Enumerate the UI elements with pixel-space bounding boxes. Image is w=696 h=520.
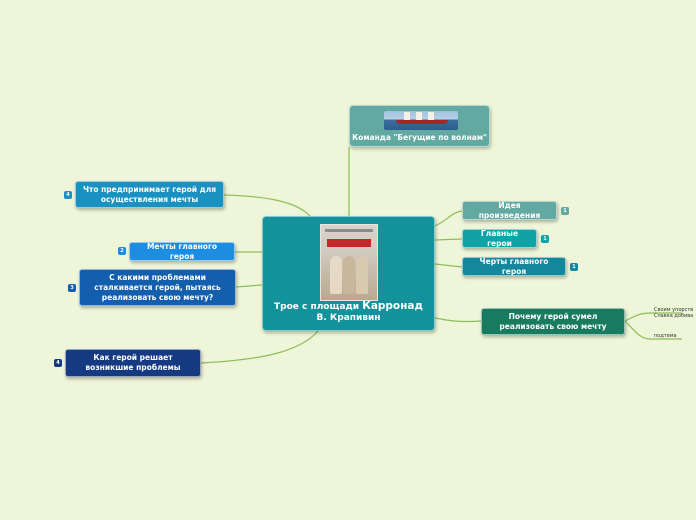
node-heroes[interactable]: Главные герои: [462, 229, 537, 248]
badge-heroes: 1: [541, 235, 549, 243]
badge-dreams: 2: [118, 247, 126, 255]
node-heroes-label: Главные герои: [480, 228, 519, 248]
node-problems[interactable]: С какими проблемами сталкивается герой, …: [79, 269, 236, 306]
node-dreams-label: Мечты главного героя: [146, 241, 218, 261]
node-actions-label: Что предпринимает герой для осуществлени…: [82, 184, 217, 204]
connector-actions: [223, 194, 311, 217]
connector-traits: [434, 263, 463, 268]
connector-idea: [434, 210, 463, 227]
badge-idea: 1: [561, 207, 569, 215]
node-team[interactable]: Команда "Бегущие по волнам": [349, 105, 490, 147]
badge-solves: 4: [54, 359, 62, 367]
badge-problems: 3: [68, 284, 76, 292]
node-idea-label: Идея произведения: [478, 200, 541, 220]
subtopic-label[interactable]: подтема: [654, 333, 677, 339]
node-solves[interactable]: Как герой решает возникшие проблемы: [65, 349, 201, 377]
connector-heroes: [434, 238, 463, 241]
central-title-part2: Карронад: [362, 300, 423, 312]
ship-image: [384, 111, 458, 130]
subtopic-line1[interactable]: Своим упорств: [654, 307, 694, 313]
node-solves-label: Как герой решает возникшие проблемы: [85, 353, 181, 372]
node-idea[interactable]: Идея произведения: [462, 201, 557, 220]
node-actions[interactable]: Что предпринимает герой для осуществлени…: [75, 181, 224, 208]
node-dreams[interactable]: Мечты главного героя: [129, 242, 235, 261]
node-traits-label: Черты главного героя: [479, 256, 549, 276]
badge-actions: 4: [64, 191, 72, 199]
connector-sub1: [624, 312, 682, 322]
node-why-label: Почему герой сумел реализовать свою мечт…: [499, 311, 607, 331]
node-team-label: Команда "Бегущие по волнам": [352, 133, 487, 142]
connector-solves: [200, 330, 319, 364]
central-title-part3: В. Крапивин: [316, 313, 381, 323]
node-problems-label: С какими проблемами сталкивается герой, …: [94, 272, 221, 302]
central-title-part1: Трое с площади: [274, 302, 363, 312]
node-traits[interactable]: Черты главного героя: [462, 257, 566, 276]
badge-traits: 1: [570, 263, 578, 271]
subtopic-line2[interactable]: Славка добива: [654, 313, 694, 319]
node-why[interactable]: Почему герой сумел реализовать свою мечт…: [481, 308, 625, 335]
connector-problems: [235, 284, 263, 288]
book-cover-image: [320, 224, 378, 301]
central-topic-title: Трое с площади Карронад В. Крапивин: [267, 301, 430, 324]
central-topic[interactable]: Трое с площади Карронад В. Крапивин: [262, 216, 435, 331]
connector-why: [434, 317, 482, 323]
connector-sub2: [624, 320, 682, 340]
